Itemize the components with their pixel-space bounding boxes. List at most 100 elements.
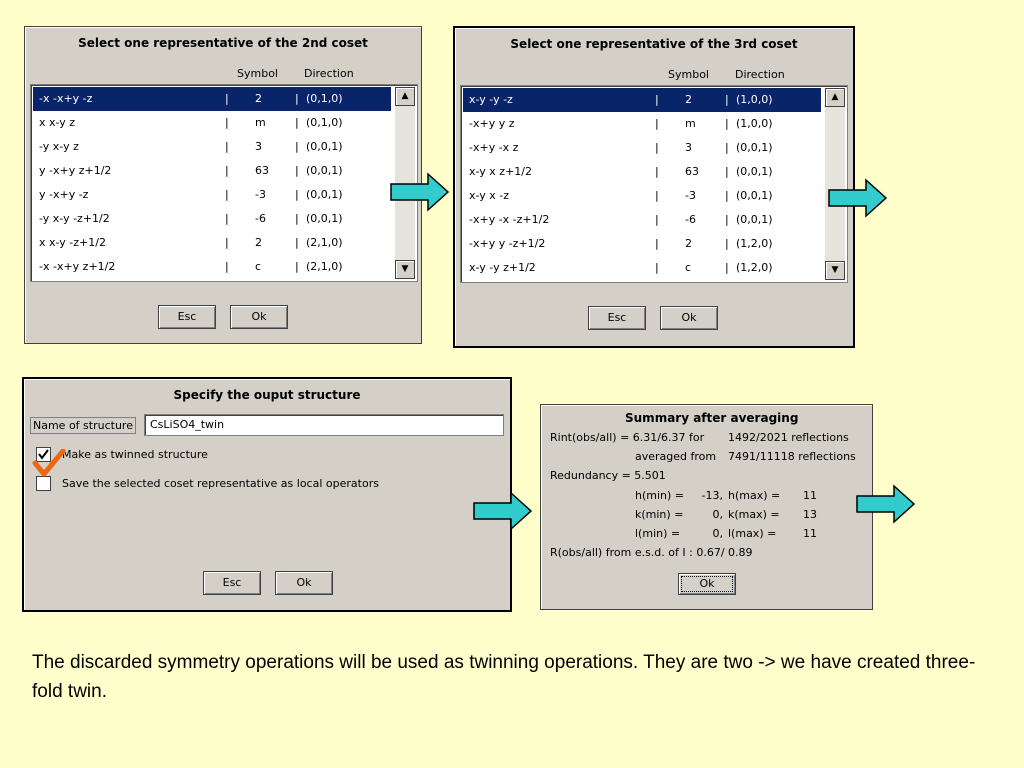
symbol-cell: 2 — [685, 237, 692, 250]
list-item[interactable]: -x+y -x -z+1/2|-6|(0,0,1) — [463, 208, 821, 232]
ok-button[interactable]: Ok — [275, 571, 333, 595]
symbol-column-header: Symbol — [668, 68, 709, 81]
list-item[interactable]: x-y -y -z|2|(1,0,0) — [463, 88, 821, 112]
separator: | — [225, 164, 229, 177]
orange-checkmark-icon — [32, 449, 66, 477]
kmin-value: 0, — [712, 508, 724, 521]
scroll-up-button[interactable]: ▲ — [395, 87, 415, 106]
direction-cell: (0,0,1) — [306, 164, 343, 177]
operation-cell: -x -x+y z+1/2 — [39, 260, 116, 273]
direction-cell: (2,1,0) — [306, 236, 343, 249]
separator: | — [725, 93, 729, 106]
save-operators-checkbox-label: Save the selected coset representative a… — [62, 477, 379, 490]
esc-button[interactable]: Esc — [203, 571, 261, 595]
symbol-cell: -6 — [255, 212, 266, 225]
symbol-cell: 63 — [685, 165, 699, 178]
separator: | — [225, 140, 229, 153]
direction-cell: (0,0,1) — [306, 140, 343, 153]
direction-column-header: Direction — [735, 68, 785, 81]
separator: | — [295, 92, 299, 105]
operations-list[interactable]: -x -x+y -z|2|(0,1,0)x x-y z|m|(0,1,0)-y … — [30, 84, 418, 282]
list-item[interactable]: -y x-y z|3|(0,0,1) — [33, 135, 391, 159]
twinned-checkbox[interactable] — [36, 447, 51, 462]
symbol-cell: 3 — [685, 141, 692, 154]
averaged-reflections: 7491/11118 reflections — [728, 450, 856, 463]
list-item[interactable]: x-y x -z|-3|(0,0,1) — [463, 184, 821, 208]
separator: | — [655, 141, 659, 154]
list-item[interactable]: x x-y z|m|(0,1,0) — [33, 111, 391, 135]
symbol-cell: c — [685, 261, 692, 274]
esc-button[interactable]: Esc — [588, 306, 646, 330]
operations-list[interactable]: x-y -y -z|2|(1,0,0)-x+y y z|m|(1,0,0)-x+… — [460, 85, 848, 283]
operation-cell: x-y -y -z — [469, 93, 513, 106]
right-arrow-icon — [390, 172, 450, 212]
separator: | — [225, 116, 229, 129]
dialog-title: Select one representative of the 3rd cos… — [510, 37, 798, 51]
separator: | — [725, 261, 729, 274]
direction-column-header: Direction — [304, 67, 354, 80]
coset2-dialog: Select one representative of the 2nd cos… — [24, 26, 422, 344]
direction-cell: (0,1,0) — [306, 116, 343, 129]
operation-cell: x-y x -z — [469, 189, 510, 202]
separator: | — [655, 213, 659, 226]
separator: | — [295, 164, 299, 177]
separator: | — [725, 189, 729, 202]
dialog-title: Specify the ouput structure — [173, 388, 361, 402]
kmin-label: k(min) = — [635, 508, 684, 521]
kmax-label: k(max) = — [728, 508, 780, 521]
separator: | — [655, 165, 659, 178]
operation-cell: -x+y -x -z+1/2 — [469, 213, 550, 226]
symbol-cell: 63 — [255, 164, 269, 177]
dialog-title: Select one representative of the 2nd cos… — [78, 36, 368, 50]
separator: | — [295, 212, 299, 225]
scrollbar[interactable]: ▲ ▼ — [395, 87, 415, 279]
direction-cell: (0,0,1) — [306, 212, 343, 225]
lmax-value: 11 — [803, 527, 817, 540]
direction-cell: (0,1,0) — [306, 92, 343, 105]
list-item[interactable]: x x-y -z+1/2 | 2 | (2,1,0) — [33, 231, 391, 255]
list-item[interactable]: -x+y y -z+1/2|2|(1,2,0) — [463, 232, 821, 256]
esc-button[interactable]: Esc — [158, 305, 216, 329]
symbol-cell: 3 — [255, 140, 262, 153]
separator: | — [655, 261, 659, 274]
hmin-value: -13, — [701, 489, 723, 502]
separator: | — [225, 188, 229, 201]
ok-button[interactable]: Ok — [230, 305, 288, 329]
structure-name-input[interactable]: CsLiSO4_twin — [144, 414, 504, 436]
operation-cell: x x-y -z+1/2 — [39, 236, 106, 249]
direction-cell: (0,0,1) — [736, 189, 773, 202]
symbol-cell: 2 — [255, 236, 262, 249]
scroll-down-button[interactable]: ▼ — [395, 260, 415, 279]
ok-button[interactable]: Ok — [678, 573, 736, 595]
save-operators-checkbox[interactable] — [36, 476, 51, 491]
slide-caption: The discarded symmetry operations will b… — [32, 652, 976, 702]
separator: | — [225, 92, 229, 105]
separator: | — [295, 236, 299, 249]
scroll-up-button[interactable]: ▲ — [825, 88, 845, 107]
list-item[interactable]: -x -x+y z+1/2|c|(2,1,0) — [33, 255, 391, 279]
direction-cell: (0,0,1) — [306, 188, 343, 201]
separator: | — [725, 237, 729, 250]
separator: | — [725, 213, 729, 226]
list-item[interactable]: -x -x+y -z|2|(0,1,0) — [33, 87, 391, 111]
ok-button[interactable]: Ok — [660, 306, 718, 330]
separator: | — [725, 165, 729, 178]
list-item[interactable]: x-y -y z+1/2|c|(1,2,0) — [463, 256, 821, 280]
operation-cell: y -x+y z+1/2 — [39, 164, 112, 177]
list-item[interactable]: x-y x z+1/2|63|(0,0,1) — [463, 160, 821, 184]
scrollbar[interactable]: ▲ ▼ — [825, 88, 845, 280]
direction-cell: (0,0,1) — [736, 141, 773, 154]
list-item[interactable]: y -x+y -z|-3|(0,0,1) — [33, 183, 391, 207]
list-item[interactable]: -x+y y z|m|(1,0,0) — [463, 112, 821, 136]
check-icon — [38, 449, 49, 460]
list-item[interactable]: y -x+y z+1/2 | 63 | (0,0,1) — [33, 159, 391, 183]
separator: | — [295, 260, 299, 273]
list-item[interactable]: -x+y -x z|3|(0,0,1) — [463, 136, 821, 160]
coset3-dialog: Select one representative of the 3rd cos… — [453, 26, 855, 348]
list-item[interactable]: -y x-y -z+1/2|-6|(0,0,1) — [33, 207, 391, 231]
separator: | — [225, 236, 229, 249]
kmax-value: 13 — [803, 508, 817, 521]
scroll-down-button[interactable]: ▼ — [825, 261, 845, 280]
separator: | — [655, 189, 659, 202]
symbol-column-header: Symbol — [237, 67, 278, 80]
